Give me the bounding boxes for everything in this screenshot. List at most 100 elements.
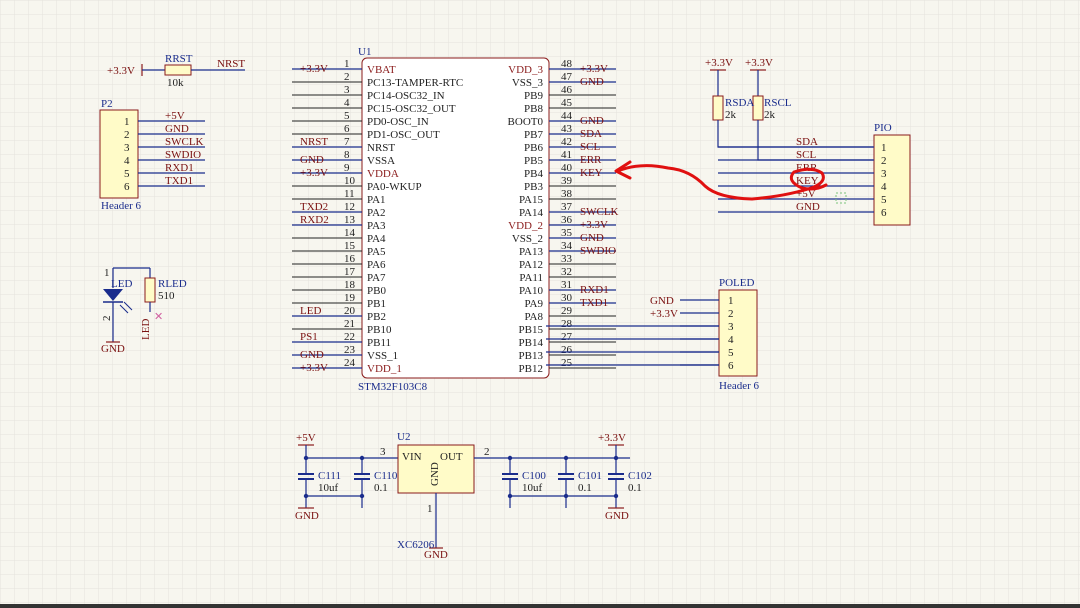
mcu-left-pin-name: PA5 [367,246,386,258]
p2-pin-net: TXD1 [165,175,193,187]
mcu-left-pin-number: 2 [344,71,350,83]
out-net-label: +3.3V [598,432,626,444]
mcu-right-pin-number: 29 [561,305,573,317]
pio-pin-net: GND [796,201,820,213]
poled-ref: POLED [719,277,755,289]
mcu-right-pin-name: PB3 [524,181,543,193]
led-net-label: LED [140,319,152,340]
reg-pin-out-number: 2 [484,446,490,458]
mcu-left-pin-net: LED [300,305,321,317]
p2-pin-number: 5 [124,168,130,180]
mcu-left-pin-number: 18 [344,279,356,291]
mcu-left-pin-number: 24 [344,357,356,369]
mcu-left-pin-number: 22 [344,331,355,343]
led-ref: LED [111,278,132,290]
mcu-left-pin-net: +3.3V [300,362,328,374]
pullup-resistors[interactable]: +3.3V +3.3V RSDA 2k RSCL 2k [705,57,873,161]
p2-pin-net: SWCLK [165,136,204,148]
p2-pin-net: +5V [165,110,185,122]
mcu-right-pin-number: 36 [561,214,573,226]
mcu-left-pin-number: 20 [344,305,356,317]
junction-dot [613,455,619,461]
mcu-right-pin-name: VSS_3 [512,77,544,89]
mcu-right-pin-name: PB8 [524,103,543,115]
p2-pin-net: RXD1 [165,162,194,174]
mcu-right-pin-number: 32 [561,266,572,278]
regulator-body [397,444,475,494]
rrst-ref: RRST [165,53,193,65]
cap-value: 10uf [318,482,339,494]
reg-ref: U2 [397,431,410,443]
mcu-right-pin-net: ERR [580,154,602,166]
regulator-section[interactable]: +5V 3 VIN OUT GND U2 2 +3.3V 1 XC6206 GN… [295,431,652,561]
cap-value: 0.1 [628,482,642,494]
rscl-ref: RSCL [764,97,792,109]
mcu-left-pin-net: +3.3V [300,63,328,75]
mcu-right-pin-name: PA13 [519,246,544,258]
p2-pin-net: GND [165,123,189,135]
led-diode-icon [103,289,123,301]
mcu-left-pin-number: 11 [344,188,355,200]
mcu-right-pin-name: PB9 [524,90,543,102]
p2-pin-number: 2 [124,129,130,141]
junction-dot [303,455,309,461]
mcu-right-pin-number: 33 [561,253,573,265]
mcu-left-pin-net: NRST [300,136,328,148]
cap-value: 10uf [522,482,543,494]
reg-gnd-pin: GND [429,462,441,486]
rrst-resistor[interactable]: +3.3V RRST 10k NRST [107,53,245,89]
mcu-right-pin-name: PA15 [519,194,544,206]
mcu-left-pin-name: PB10 [367,324,392,336]
mcu-left-pin-number: 16 [344,253,356,265]
mcu-left-pin-name: VSSA [367,155,395,167]
p2-pin-number: 1 [124,116,130,128]
led-circuit[interactable]: 1 LED 2 ✕ RLED 510 LED GND [101,267,187,355]
cap-ref: C100 [522,470,546,482]
mcu-left-pin-name: PA3 [367,220,386,232]
mcu-right-pin-number: 47 [561,71,573,83]
reg-out: OUT [440,451,463,463]
mcu-right-pin-number: 41 [561,149,572,161]
mcu-right-pin-name: VDD_2 [508,220,543,232]
pio-pin-net: SCL [796,149,816,161]
cap-value: 0.1 [578,482,592,494]
in-net-label: +5V [296,432,316,444]
mcu-left-pin-name: PA6 [367,259,386,271]
rscl-value: 2k [764,109,776,121]
mcu-right-pin-net: KEY [580,167,603,179]
mcu-right-pin-name: PA9 [524,298,543,310]
cap-ref: C102 [628,470,652,482]
mcu-left-pin-name: PC15-OSC32_OUT [367,103,456,115]
pio-pin-number: 6 [881,207,887,219]
mcu-left-pin-name: PD1-OSC_OUT [367,129,440,141]
mcu-right-pin-name: PA11 [519,272,543,284]
mcu-body [361,57,550,379]
mcu-left-pin-number: 9 [344,162,350,174]
p2-pin-net: SWDIO [165,149,201,161]
mcu-right-pin-name: VSS_2 [512,233,543,245]
led-pin2-number: 2 [101,316,113,322]
mcu-right-pin-number: 30 [561,292,573,304]
p2-ref: P2 [101,98,113,110]
mcu-right-pin-number: 25 [561,357,573,369]
mcu-right-pin-name: BOOT0 [508,116,544,128]
poled-pin-net: GND [650,295,674,307]
cap-ref: C111 [318,470,341,482]
cap-ref: C101 [578,470,602,482]
poled-part: Header 6 [719,380,760,392]
pio-pin-number: 3 [881,168,887,180]
mcu-left-pin-name: PA2 [367,207,386,219]
mcu-left-pin-net: GND [300,349,324,361]
status-bar [0,604,1080,608]
cap-value: 0.1 [374,482,388,494]
mcu-left-pin-name: NRST [367,142,395,154]
mcu-left-pin-name: PB2 [367,311,386,323]
poled-pin-number: 1 [728,295,734,307]
mcu-right-pin-number: 37 [561,201,573,213]
mcu-left-pin-net: +3.3V [300,167,328,179]
